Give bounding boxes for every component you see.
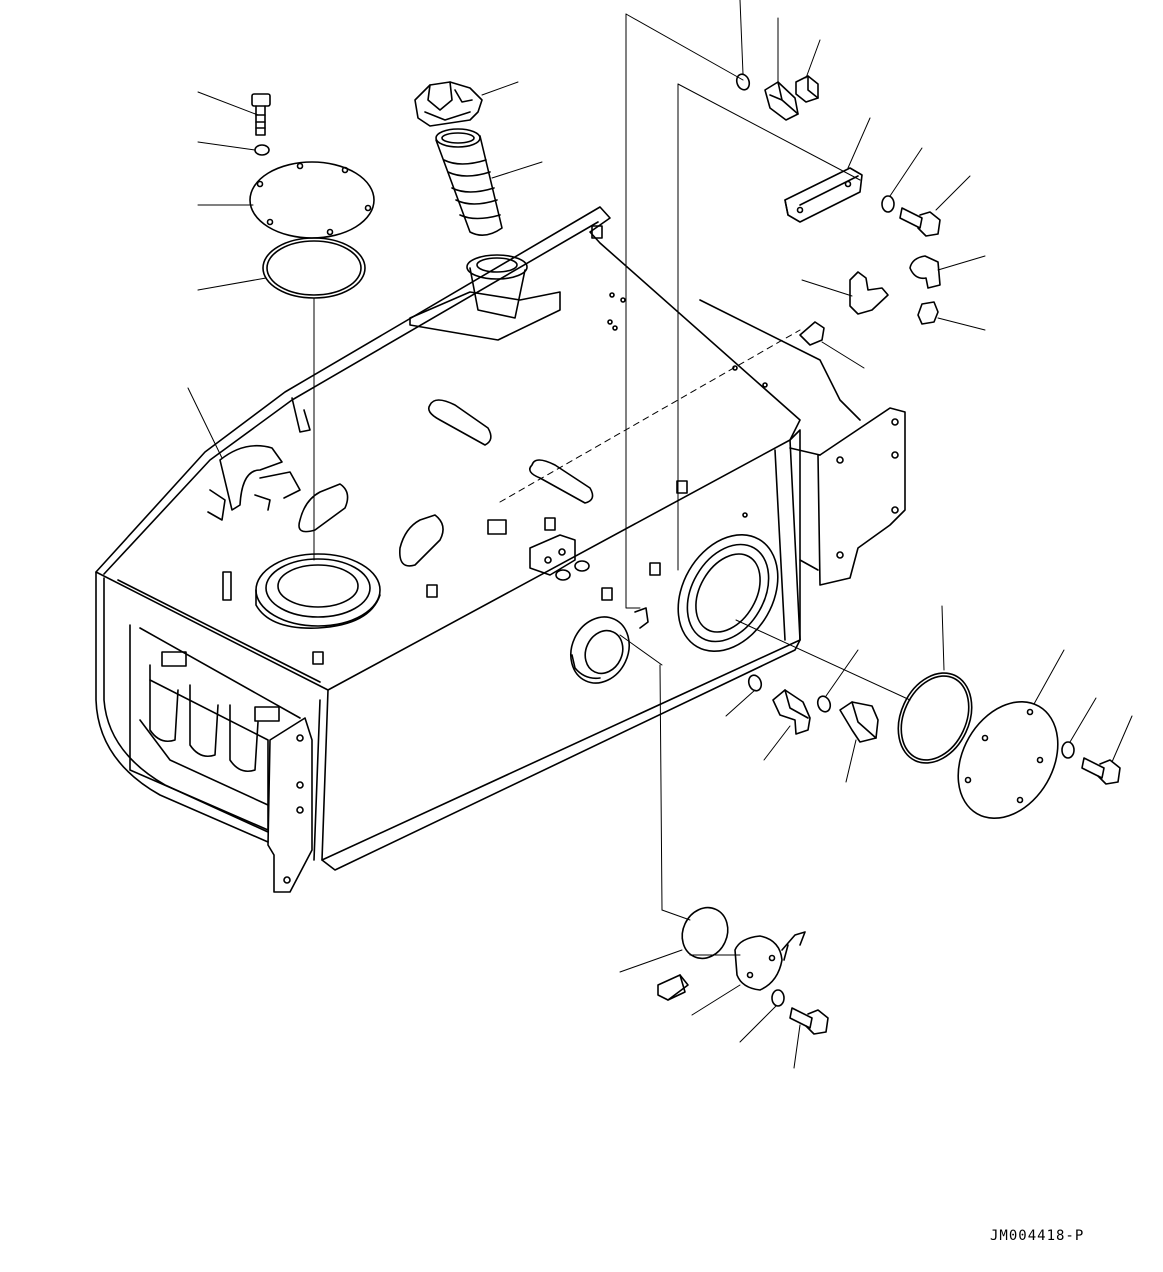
washer-upper-right bbox=[881, 195, 895, 213]
tank-body bbox=[95, 206, 801, 871]
washer-lower-right bbox=[1061, 741, 1075, 759]
bolt-upper-left bbox=[251, 93, 271, 136]
plug-right bbox=[917, 301, 939, 325]
o-ring-small-lower-a bbox=[747, 674, 763, 692]
union-fitting-upper bbox=[764, 81, 799, 121]
plug-upper bbox=[795, 75, 819, 103]
elbow-fitting-upper-right bbox=[909, 255, 941, 289]
leader-lines bbox=[187, 0, 1133, 1069]
tank-right-bracket bbox=[699, 299, 906, 586]
filler-cap bbox=[414, 81, 483, 127]
cover-plate-upper-left bbox=[249, 161, 375, 239]
tank-top-details bbox=[207, 225, 779, 684]
washer-gauge bbox=[771, 989, 785, 1007]
bolt-upper-right bbox=[899, 207, 941, 237]
fuel-gauge-sender bbox=[734, 931, 806, 991]
elbow-fitting-lower bbox=[772, 689, 811, 735]
sensor-fitting-lower bbox=[839, 701, 879, 743]
o-ring-small-upper bbox=[735, 73, 751, 91]
nipple-fitting bbox=[799, 321, 825, 346]
o-ring-large-right bbox=[897, 672, 973, 764]
gasket-gauge bbox=[681, 906, 729, 960]
washer-upper-left bbox=[254, 144, 270, 156]
filler-strainer bbox=[435, 128, 503, 236]
bolt-gauge bbox=[789, 1007, 829, 1035]
tank-left-panel bbox=[129, 624, 313, 893]
clip-bracket-right bbox=[849, 271, 889, 315]
cover-plate-right bbox=[957, 700, 1059, 820]
bolt-lower-right bbox=[1081, 757, 1121, 785]
o-ring-small-lower-b bbox=[816, 695, 832, 713]
o-ring-upper-left bbox=[262, 237, 366, 299]
drawing-code: JM004418-P bbox=[990, 1228, 1084, 1244]
gauge-float bbox=[657, 974, 689, 1001]
bracket-plate-upper-right bbox=[784, 167, 863, 223]
assembly-lines bbox=[313, 13, 911, 956]
